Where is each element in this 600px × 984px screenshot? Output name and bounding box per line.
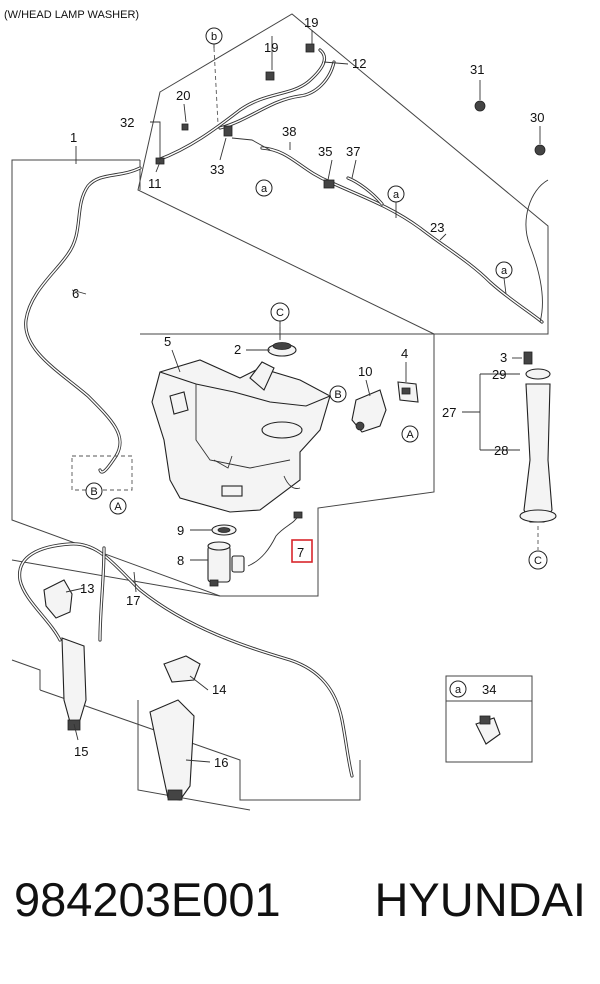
callout-1: 1	[70, 130, 77, 145]
footer-caption: 984203E001 HYUNDAI	[0, 872, 600, 927]
ref-A-tank: A	[401, 425, 419, 443]
right-washer-nozzle	[149, 655, 201, 801]
callout-35: 35	[318, 144, 332, 159]
callout-27: 27	[442, 405, 456, 420]
washer-reservoir	[151, 359, 331, 513]
ref-a-2: a	[387, 185, 405, 203]
ref-a-3: a	[495, 261, 513, 279]
callout-28: 28	[494, 443, 508, 458]
filler-neck	[351, 389, 387, 433]
svg-text:A: A	[406, 429, 414, 441]
callout-4: 4	[401, 346, 408, 361]
ref-B-tank: B	[329, 385, 347, 403]
callout-2: 2	[234, 342, 241, 357]
svg-text:a: a	[501, 265, 508, 277]
callout-7-highlight	[291, 539, 313, 563]
ref-B-left: B	[85, 482, 103, 500]
svg-text:B: B	[334, 389, 341, 401]
callout-14: 14	[212, 682, 226, 697]
callout-13: 13	[80, 581, 94, 596]
callout-8: 8	[177, 553, 184, 568]
left-washer-nozzle	[43, 579, 87, 731]
svg-text:a: a	[455, 684, 462, 696]
ref-a-legend: a	[449, 680, 467, 698]
callout-19a: 19	[264, 40, 278, 55]
washer-pump	[207, 541, 245, 587]
lower-washer-frame	[11, 559, 221, 597]
svg-text:a: a	[393, 189, 400, 201]
callout-15: 15	[74, 744, 88, 759]
bracket-4	[397, 381, 419, 403]
callout-17: 17	[126, 593, 140, 608]
legend-box-34	[445, 675, 533, 763]
svg-text:C: C	[534, 555, 542, 567]
callout-7: 7	[297, 545, 304, 560]
callout-3: 3	[500, 350, 507, 365]
pump-harness	[247, 515, 299, 567]
callout-12: 12	[352, 56, 366, 71]
svg-text:B: B	[90, 486, 97, 498]
filler-neck-28	[519, 351, 557, 523]
clips	[155, 43, 546, 189]
svg-text:C: C	[276, 307, 284, 319]
upper-hose-frame	[137, 13, 549, 335]
callout-31: 31	[470, 62, 484, 77]
callout-38: 38	[282, 124, 296, 139]
part-number: 984203E001	[14, 873, 281, 926]
diagram-title: (W/HEAD LAMP WASHER)	[4, 9, 139, 21]
ref-C-bottom: C	[528, 550, 548, 570]
svg-text:A: A	[114, 501, 122, 513]
ref-C-top: C	[270, 302, 290, 322]
callout-37: 37	[346, 144, 360, 159]
callout-10: 10	[358, 364, 372, 379]
callout-23: 23	[430, 220, 444, 235]
callout-5: 5	[164, 334, 171, 349]
svg-text:b: b	[211, 31, 217, 43]
callout-30: 30	[530, 110, 544, 125]
ref-b-top: b	[205, 27, 223, 45]
callout-29: 29	[492, 367, 506, 382]
callout-33: 33	[210, 162, 224, 177]
main-assembly-frame	[11, 159, 435, 597]
ref-A-left: A	[109, 497, 127, 515]
hose-1	[24, 166, 142, 474]
leader-lines	[65, 30, 541, 763]
callout-9: 9	[177, 523, 184, 538]
clip-34	[475, 715, 501, 745]
hose-12	[156, 48, 326, 162]
ref-a-1: a	[255, 179, 273, 197]
callout-16: 16	[214, 755, 228, 770]
brand-name: HYUNDAI	[374, 873, 586, 926]
svg-text:a: a	[261, 183, 268, 195]
callout-6: 6	[72, 286, 79, 301]
callout-19b: 19	[304, 15, 318, 30]
callout-34: 34	[482, 682, 496, 697]
hose-23	[260, 146, 544, 324]
callout-32: 32	[120, 115, 134, 130]
callout-11: 11	[148, 176, 162, 191]
callout-20: 20	[176, 88, 190, 103]
